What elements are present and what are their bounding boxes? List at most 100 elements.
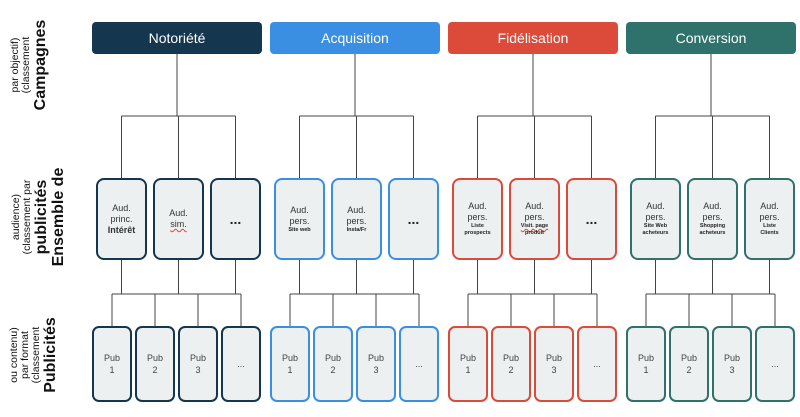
- ad-box: Pub 2: [491, 326, 531, 402]
- ad-label: Pub: [459, 353, 476, 363]
- ad-more-box: ...: [399, 326, 439, 402]
- ad-label: 2: [152, 365, 158, 375]
- audience-label: Aud.: [468, 201, 487, 211]
- audience-more-box: ...: [210, 178, 261, 260]
- ad-label: ...: [415, 359, 423, 369]
- ad-label: Pub: [189, 353, 206, 363]
- ad-label: 3: [373, 365, 379, 375]
- audience-label: Aud.: [703, 201, 722, 211]
- ad-label: Pub: [502, 353, 519, 363]
- ad-box: Pub 1: [270, 326, 310, 402]
- ad-box: Pub 3: [534, 326, 574, 402]
- audience-label: pers.: [645, 212, 666, 222]
- campaign-conversion: Conversion: [626, 22, 796, 54]
- ad-label: Pub: [146, 353, 163, 363]
- audience-label: pers.: [289, 215, 310, 226]
- audience-more-box: ...: [566, 178, 617, 260]
- ad-label: 2: [508, 365, 514, 375]
- more-dots: ...: [229, 211, 242, 227]
- audience-label: Aud.: [525, 201, 544, 211]
- ad-label: Pub: [637, 353, 654, 363]
- row-label-campaigns-sub-1: (classement: [19, 36, 32, 94]
- audience-detail: Insta/Fr: [346, 226, 367, 233]
- ad-label: Pub: [324, 353, 341, 363]
- audience-box: Aud.pers.Insta/Fr: [331, 178, 382, 260]
- ad-label: Pub: [281, 353, 298, 363]
- audience-label: pers.: [702, 212, 723, 222]
- audience-detail: Site web: [288, 226, 311, 233]
- ad-more-box: ...: [577, 326, 617, 402]
- ad-box: Pub 1: [92, 326, 132, 402]
- ad-label: 1: [643, 365, 649, 375]
- ad-box: Pub 3: [178, 326, 218, 402]
- ad-label: Pub: [680, 353, 697, 363]
- ad-label: Pub: [545, 353, 562, 363]
- more-dots: ...: [407, 211, 420, 227]
- audience-box: Aud.sim.: [153, 178, 204, 260]
- audience-label: Aud.: [290, 204, 309, 215]
- ad-box: Pub 1: [626, 326, 666, 402]
- ad-label: Pub: [723, 353, 740, 363]
- ad-more-box: ...: [221, 326, 261, 402]
- audience-more-box: ...: [388, 178, 439, 260]
- ad-label: 3: [551, 365, 557, 375]
- audience-box: Aud.pers.Site web: [274, 178, 325, 260]
- ad-label: 3: [729, 365, 735, 375]
- ad-label: ...: [593, 359, 601, 369]
- audience-label: pers.: [524, 212, 545, 222]
- ad-box: Pub 3: [712, 326, 752, 402]
- row-label-ads-title: Publicités: [42, 317, 59, 393]
- audience-label: princ.: [110, 213, 133, 224]
- ad-more-box: ...: [755, 326, 795, 402]
- campaign-fidelisation: Fidélisation: [448, 22, 618, 54]
- ad-box: Pub 2: [669, 326, 709, 402]
- ad-label: 2: [686, 365, 692, 375]
- audience-label: Aud.: [347, 204, 366, 215]
- campaign-acquisition: Acquisition: [270, 22, 440, 54]
- audience-label: pers.: [467, 212, 488, 222]
- ad-label: 2: [330, 365, 336, 375]
- row-label-ad-sets-title-2: publicités: [33, 179, 50, 255]
- ad-label: 1: [465, 365, 471, 375]
- audience-box: Aud.princ.Intérêt: [96, 178, 147, 260]
- ad-box: Pub 1: [448, 326, 488, 402]
- row-label-ad-sets-sub-1: (classement par: [21, 179, 33, 255]
- audience-label: Aud.: [112, 202, 131, 213]
- ad-label: Pub: [103, 353, 120, 363]
- audience-label: Aud.: [646, 201, 665, 211]
- more-dots: ...: [585, 211, 598, 227]
- row-label-ad-sets-title-1: Ensemble de: [50, 167, 67, 267]
- audience-detail: sim.: [170, 219, 187, 229]
- ad-box: Pub 2: [135, 326, 175, 402]
- audience-label: pers.: [759, 212, 780, 222]
- row-label-ads-sub-1: (classement: [30, 326, 42, 384]
- row-label-campaigns: Campagnes (classement par objectif): [4, 5, 54, 125]
- ad-box: Pub 2: [313, 326, 353, 402]
- ad-label: ...: [771, 359, 779, 369]
- audience-detail: Intérêt: [107, 224, 136, 235]
- ad-label: 3: [195, 365, 201, 375]
- audience-label: Aud.: [760, 201, 779, 211]
- ad-label: Pub: [367, 353, 384, 363]
- row-label-ad-sets: Ensemble de publicités (classement par a…: [4, 142, 74, 292]
- ad-label: 1: [287, 365, 293, 375]
- audience-label: pers.: [346, 215, 367, 226]
- audience-label: Aud.: [169, 208, 188, 218]
- campaign-notoriete: Notoriété: [92, 22, 262, 54]
- ad-box: Pub 3: [356, 326, 396, 402]
- ad-label: ...: [237, 359, 245, 369]
- row-label-campaigns-title: Campagnes: [31, 19, 49, 111]
- ad-label: 1: [109, 365, 115, 375]
